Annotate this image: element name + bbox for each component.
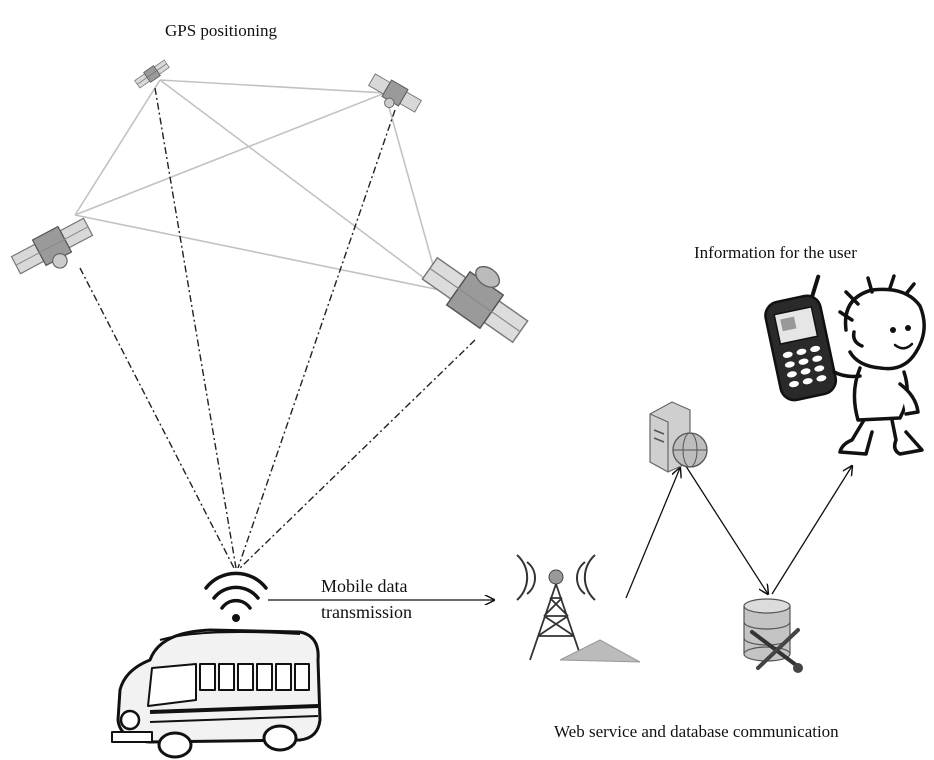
- cell-tower-icon: [516, 554, 641, 663]
- user-info-label: Information for the user: [694, 243, 857, 262]
- database-to-user-arrow: [771, 466, 852, 595]
- web-server-icon: [649, 401, 708, 473]
- web-service-label: Web service and database communication: [554, 722, 839, 741]
- gps-positioning-label: GPS positioning: [165, 21, 277, 40]
- wifi-signal-icon: [204, 571, 268, 622]
- satellite-icon: [134, 59, 170, 89]
- bus-icon: [111, 628, 322, 759]
- database-tools-icon: [743, 598, 803, 673]
- tower-to-server-arrow: [625, 468, 680, 599]
- mobile-phone-icon: [764, 274, 838, 402]
- satellite-mesh-lines: [74, 79, 441, 291]
- mobile-data-label-line2: transmission: [321, 602, 412, 622]
- gps-signal-lines: [79, 87, 476, 569]
- server-to-database-arrow: [681, 459, 768, 594]
- mobile-data-label-line1: Mobile data: [321, 576, 407, 596]
- cartoon-user-icon: [832, 274, 926, 456]
- satellite-icon: [367, 73, 423, 113]
- satellite-icon: [421, 256, 529, 344]
- satellite-icon: [10, 217, 94, 275]
